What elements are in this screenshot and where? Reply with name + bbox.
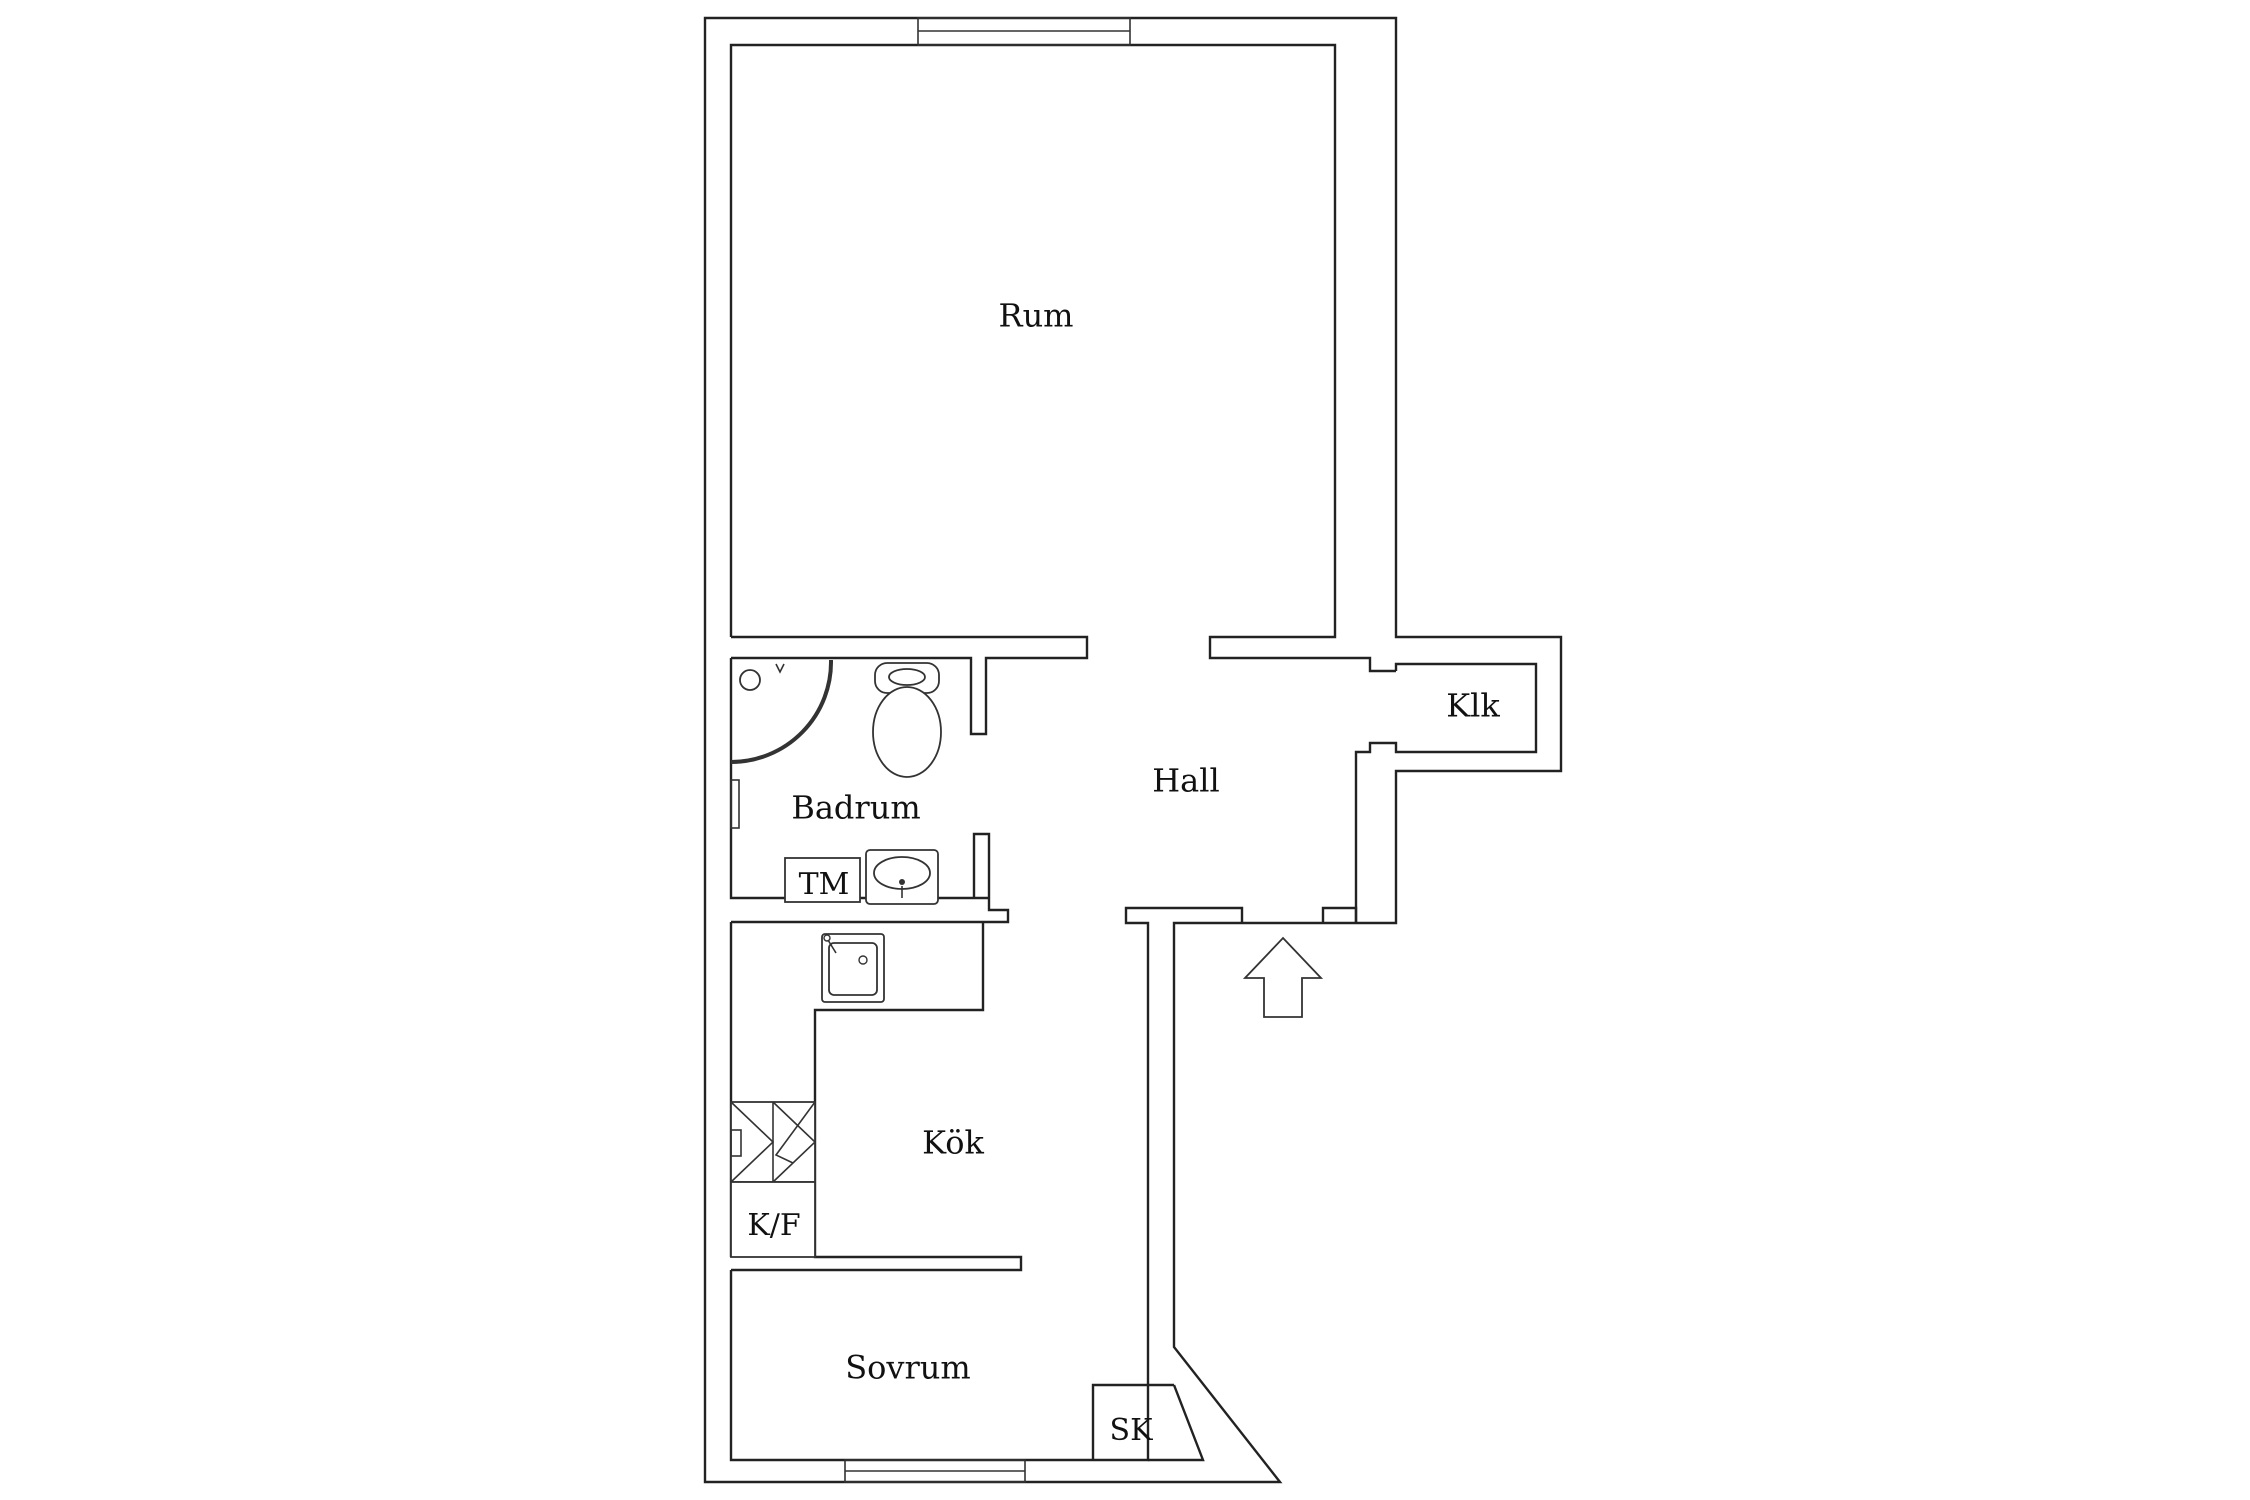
hall-entrance-wall xyxy=(1124,906,1358,1385)
shower-screen-icon xyxy=(730,659,834,764)
room-labels: Rum Hall Klk Badrum TM Kök K/F Sovrum SK xyxy=(747,297,1500,1449)
entrance-arrow-icon xyxy=(1242,936,1324,1018)
badrum-wall xyxy=(729,658,1010,924)
shower-drain-icon xyxy=(739,669,761,691)
sk-closet-wall xyxy=(1148,1383,1205,1462)
outer-wall xyxy=(703,16,1563,1484)
toilet-icon xyxy=(872,662,942,778)
windows xyxy=(844,17,1131,1483)
label-sk: SK xyxy=(1110,1413,1154,1448)
room-label-sovrum: Sovrum xyxy=(845,1349,971,1387)
sovrum-wall xyxy=(729,1270,1150,1462)
radiator-icon xyxy=(730,779,740,829)
label-kf: K/F xyxy=(747,1208,800,1243)
shower-head-icon xyxy=(775,663,785,674)
rum-inner-wall xyxy=(729,43,1396,673)
kitchen-fixtures xyxy=(730,933,885,1258)
room-label-kok: Kök xyxy=(922,1124,984,1162)
washing-machine-box xyxy=(784,857,861,903)
room-label-badrum: Badrum xyxy=(791,789,920,827)
fridge-freezer-box xyxy=(730,1181,816,1258)
bathroom-fixtures xyxy=(730,659,942,905)
stove-icon xyxy=(730,1101,817,1183)
walls xyxy=(703,16,1563,1484)
room-label-rum: Rum xyxy=(998,297,1073,335)
label-tm: TM xyxy=(799,867,850,902)
klk-inner-wall xyxy=(1354,662,1538,923)
sink-icon xyxy=(865,849,939,905)
room-label-klk: Klk xyxy=(1446,687,1500,725)
kitchen-sink-icon xyxy=(821,933,885,1003)
rum-lower-wall xyxy=(731,635,1089,736)
room-label-hall: Hall xyxy=(1152,762,1219,800)
